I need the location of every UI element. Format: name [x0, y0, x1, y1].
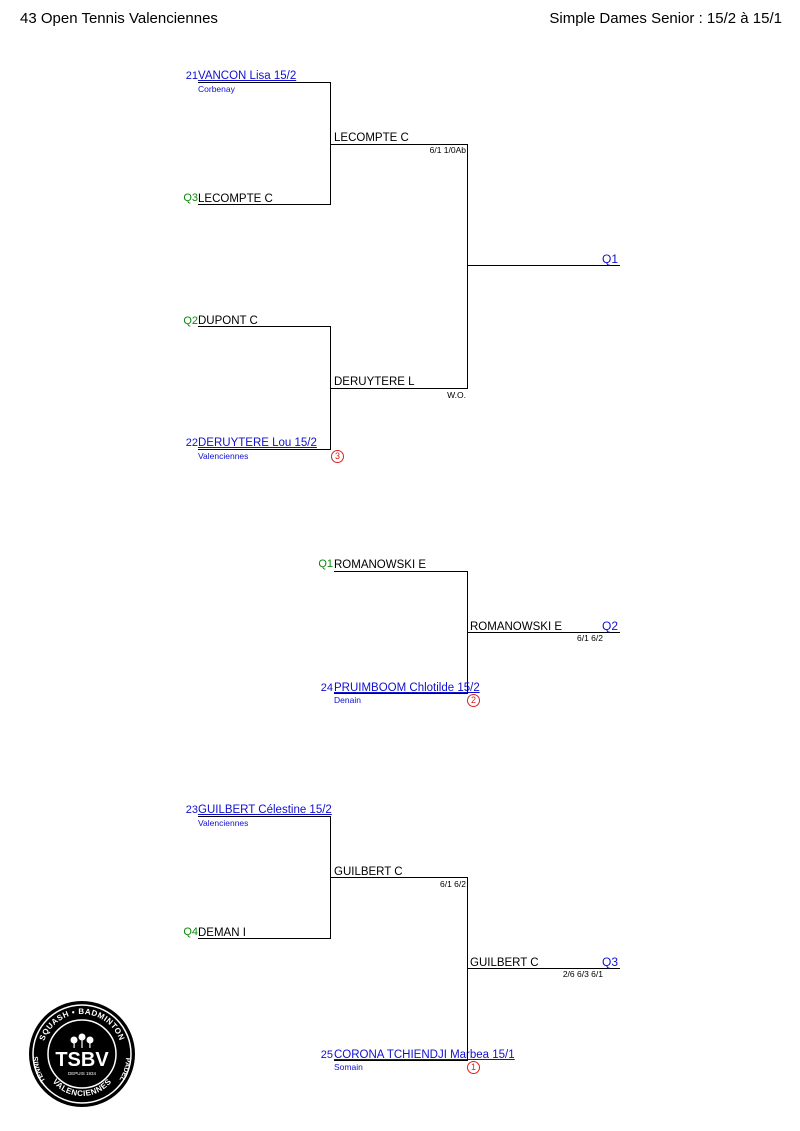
- tournament-title: 43 Open Tennis Valenciennes: [20, 10, 218, 27]
- match-score: 6/1 6/2: [577, 633, 603, 643]
- qualifier-tag: Q2: [183, 315, 198, 327]
- player-name: ROMANOWSKI E: [334, 559, 427, 571]
- player-link-vancon[interactable]: VANCON Lisa 15/2: [198, 70, 297, 82]
- bracket-line: [198, 938, 331, 939]
- player-link-pruimboom[interactable]: PRUIMBOOM Chlotilde 15/2: [334, 682, 480, 694]
- bracket-line: [330, 388, 468, 389]
- qualifier-tag: Q3: [183, 192, 198, 204]
- bracket-line: [467, 632, 620, 633]
- bracket-line: [198, 449, 331, 450]
- match-score: 2/6 6/3 6/1: [562, 969, 603, 979]
- player-club: Valenciennes: [198, 818, 249, 828]
- bracket-line: [330, 877, 468, 878]
- bracket-line: [467, 968, 620, 969]
- player-link-deruytere[interactable]: DERUYTERE Lou 15/2: [198, 437, 317, 449]
- qualifier-tag: Q1: [318, 558, 333, 570]
- bracket-connector: [467, 144, 468, 389]
- bracket-connector: [467, 877, 468, 1061]
- player-club: Somain: [334, 1062, 363, 1072]
- event-title: Simple Dames Senior : 15/2 à 15/1: [549, 10, 782, 27]
- match-winner: GUILBERT C: [470, 957, 539, 969]
- bracket-line: [198, 82, 331, 83]
- seed-badge: 3: [331, 450, 344, 463]
- club-logo: SQUASH • BADMINTON VALENCIENNES TENNIS P…: [29, 1001, 135, 1107]
- qualifier-tag: Q4: [183, 926, 198, 938]
- entry-number: 22: [185, 437, 198, 449]
- match-winner: GUILBERT C: [334, 866, 403, 878]
- entry-number: 24: [320, 682, 333, 694]
- bracket-line: [198, 816, 331, 817]
- match-winner: LECOMPTE C: [334, 132, 409, 144]
- player-name: DUPONT C: [198, 315, 258, 327]
- logo-since: DEPUIS 1934: [68, 1071, 97, 1076]
- qualifier-link-q3[interactable]: Q3: [602, 955, 619, 969]
- seed-badge: 1: [467, 1061, 480, 1074]
- player-club: Denain: [334, 695, 361, 705]
- player-name: DEMAN I: [198, 927, 246, 939]
- entry-number: 21: [185, 70, 198, 82]
- player-name: LECOMPTE C: [198, 193, 273, 205]
- player-link-corona[interactable]: CORONA TCHIENDJI Marbea 15/1: [334, 1049, 515, 1061]
- logo-text: TSBV: [55, 1049, 109, 1071]
- seed-badge: 2: [467, 694, 480, 707]
- player-link-guilbert[interactable]: GUILBERT Célestine 15/2: [198, 804, 332, 816]
- qualifier-link-q1[interactable]: Q1: [602, 252, 619, 266]
- qualifier-link-q2[interactable]: Q2: [602, 619, 619, 633]
- player-club: Corbenay: [198, 84, 235, 94]
- match-score: 6/1 1/0Ab: [429, 145, 466, 155]
- bracket-line: [334, 693, 468, 694]
- bracket-line: [467, 265, 620, 266]
- shuttlecock-icon: [70, 1033, 94, 1048]
- bracket-connector: [330, 82, 331, 205]
- bracket-line: [198, 326, 331, 327]
- match-winner: DERUYTERE L: [334, 376, 415, 388]
- bracket-line: [198, 204, 331, 205]
- match-score: W.O.: [447, 390, 466, 400]
- bracket-line: [334, 1060, 468, 1061]
- bracket-line: [330, 144, 468, 145]
- match-winner: ROMANOWSKI E: [470, 621, 563, 633]
- match-score: 6/1 6/2: [440, 879, 466, 889]
- player-club: Valenciennes: [198, 451, 249, 461]
- entry-number: 25: [320, 1049, 333, 1061]
- entry-number: 23: [185, 804, 198, 816]
- bracket-line: [334, 571, 468, 572]
